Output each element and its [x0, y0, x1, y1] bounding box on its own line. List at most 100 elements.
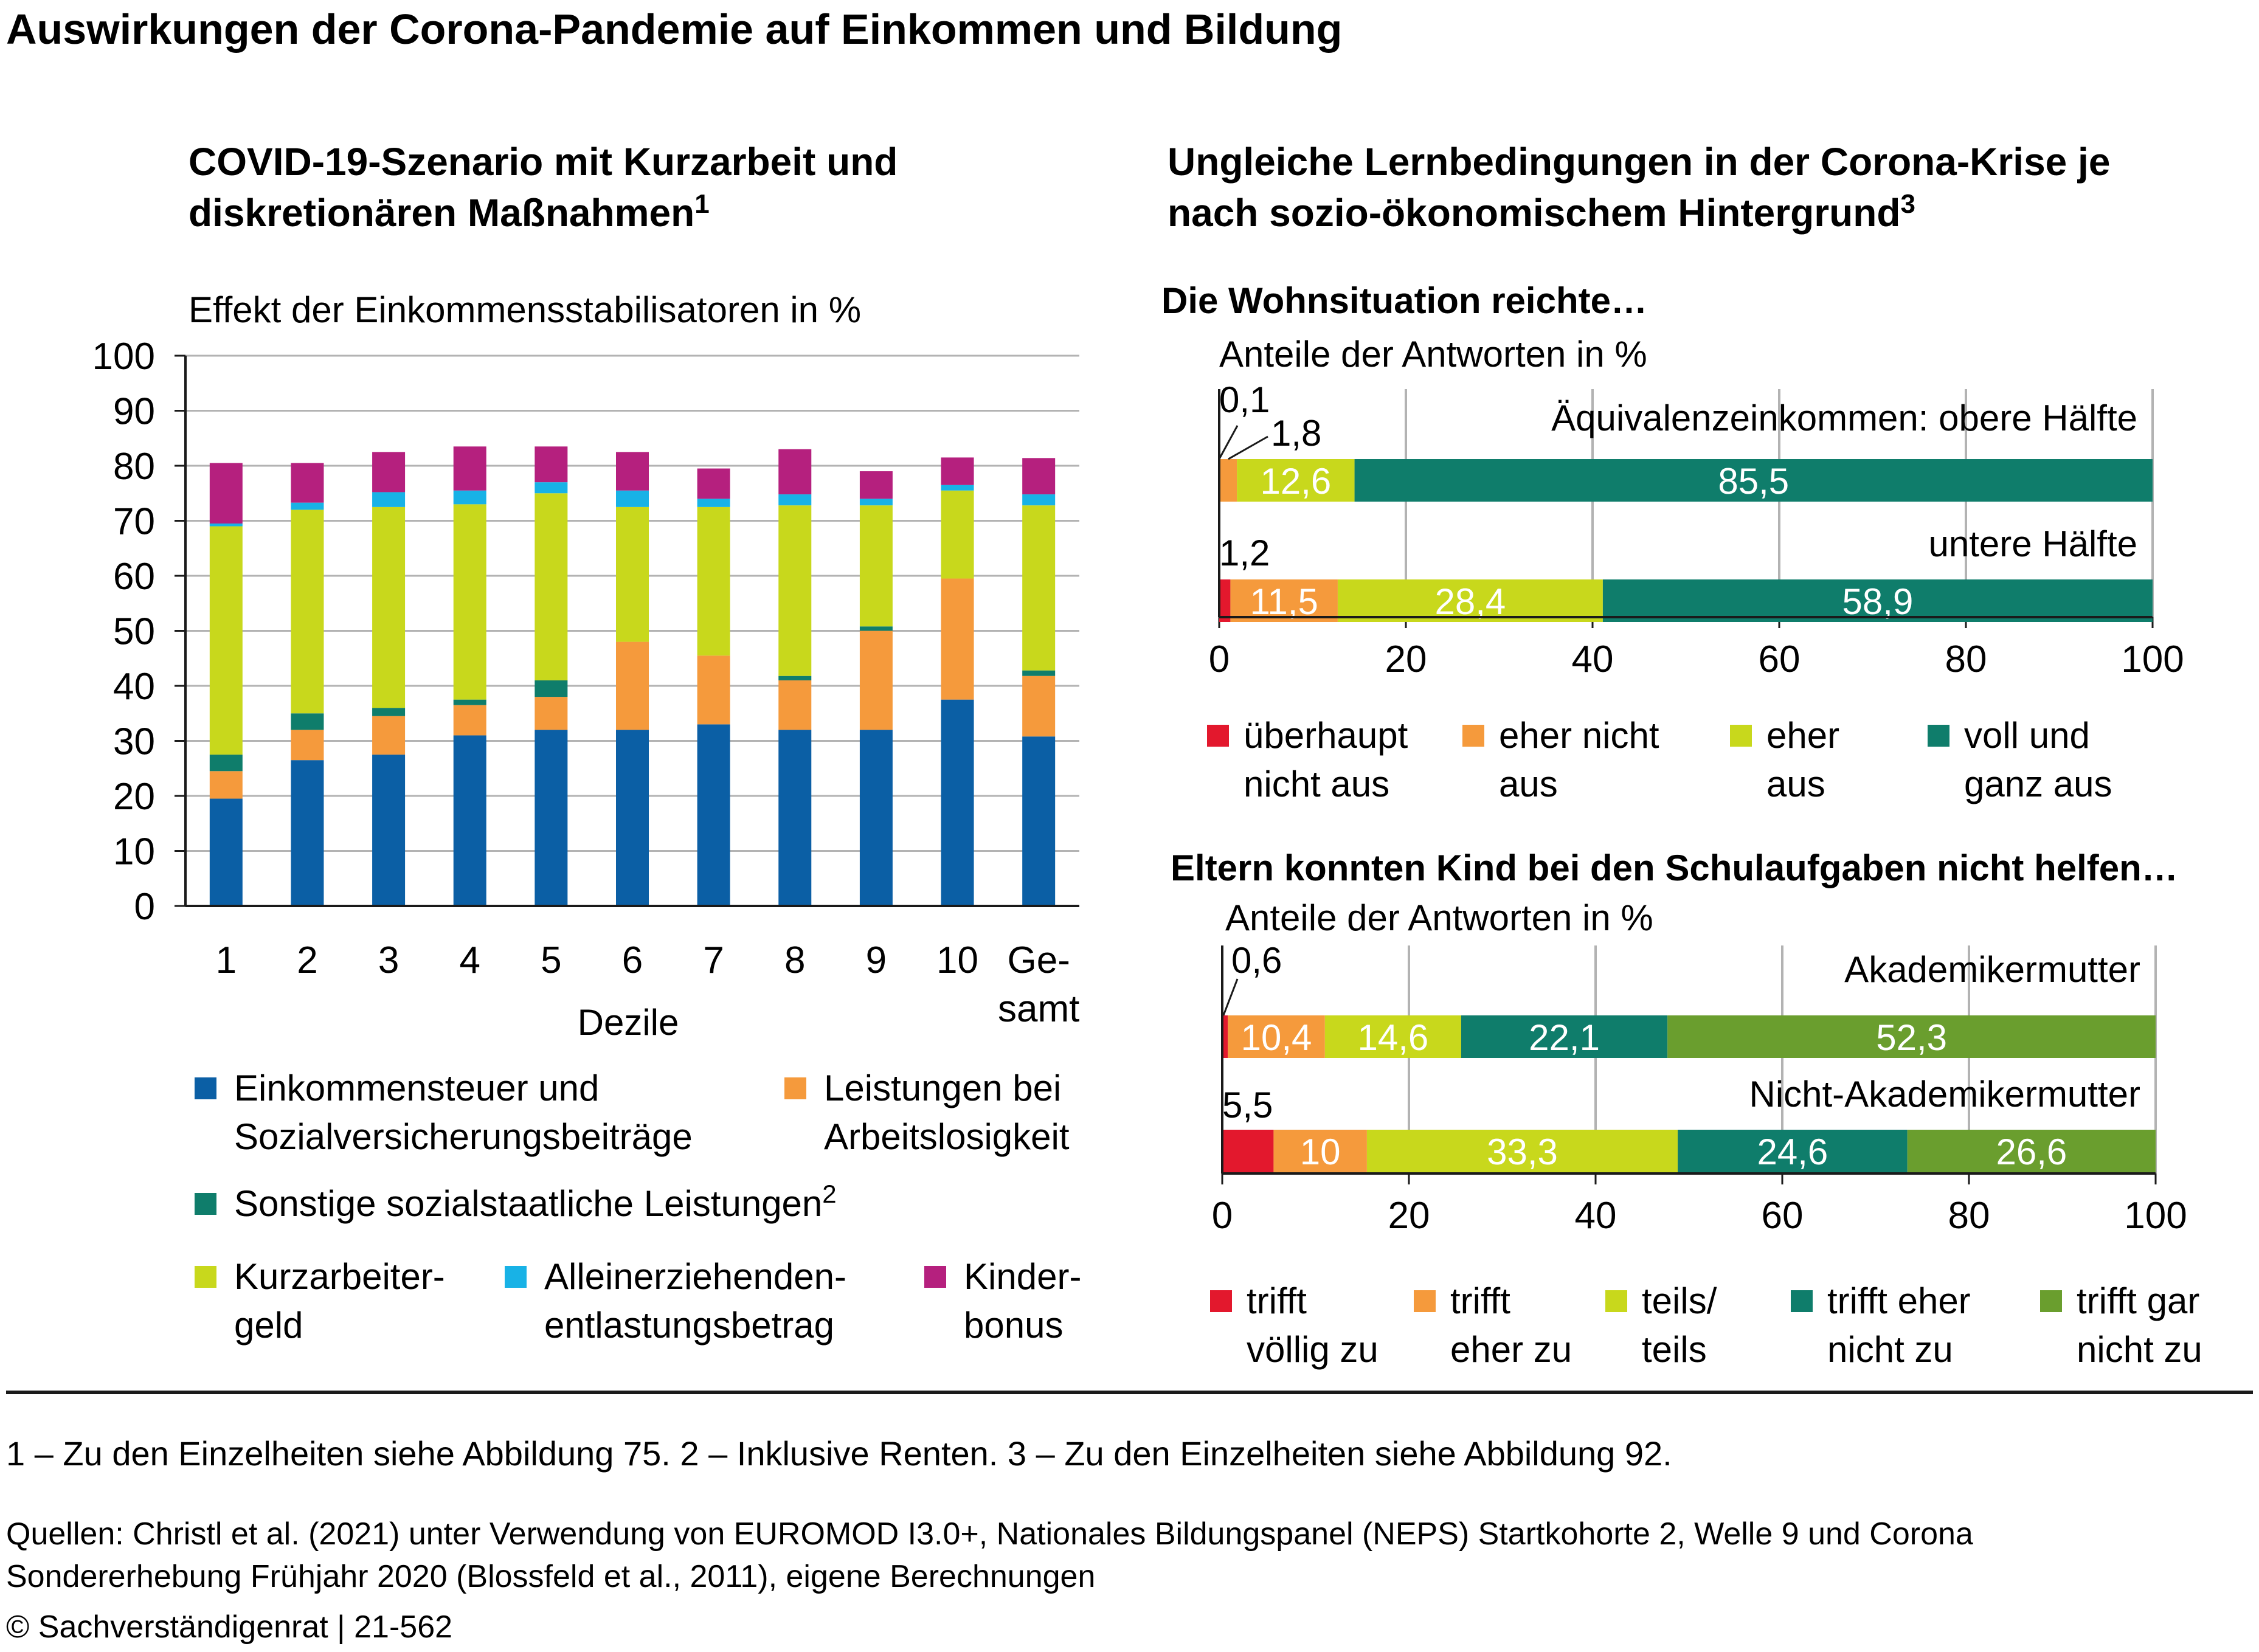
data-label-outside: 0,6 [1231, 940, 1282, 981]
y-tick-label: 40 [113, 666, 155, 708]
bar-segment [859, 626, 893, 631]
bar-segment [941, 699, 974, 906]
data-label: 22,1 [1529, 1017, 1600, 1058]
legend-label: geld [234, 1305, 303, 1346]
y-tick-label: 100 [92, 336, 155, 378]
legend-label: Einkommensteuer und [234, 1068, 599, 1108]
legend-label: teils [1642, 1329, 1707, 1370]
legend-label: ganz aus [1964, 764, 2112, 804]
left-panel-title-line2: diskretionären Maßnahmen1 [189, 189, 710, 235]
bar-segment [453, 504, 486, 700]
x-tick-label: 0 [1209, 638, 1230, 680]
y-tick-label: 20 [113, 776, 155, 818]
data-label: 85,5 [1718, 461, 1789, 502]
x-tick-label: Ge- [1008, 939, 1070, 981]
legend-label: bonus [964, 1305, 1063, 1346]
bar-segment [372, 452, 406, 492]
bar-segment [291, 760, 324, 906]
legend-label: nicht zu [2077, 1329, 2202, 1370]
bar-segment [291, 730, 324, 761]
legend-swatch [784, 1077, 806, 1099]
row-label: Akademikermutter [1844, 949, 2140, 990]
bar-segment [697, 724, 730, 906]
bar-segment [534, 730, 568, 906]
x-tick-label: 2 [297, 939, 317, 981]
bar-segment [1022, 505, 1056, 671]
bar-segment [534, 493, 568, 680]
bar-segment [1219, 579, 1231, 622]
y-tick-label: 90 [113, 391, 155, 433]
bar-segment [453, 446, 486, 491]
data-label: 10,4 [1241, 1017, 1312, 1058]
bar-segment [941, 578, 974, 700]
bar-segment [778, 676, 812, 680]
bar-segment [372, 708, 406, 716]
left-panel-title-line1: COVID-19-Szenario mit Kurzarbeit und [189, 140, 898, 184]
legend-swatch [1462, 725, 1484, 747]
legend-label: völlig zu [1247, 1329, 1379, 1370]
x-tick-label: 60 [1759, 638, 1801, 680]
legend-label: voll und [1964, 715, 2090, 756]
y-tick-label: 10 [113, 831, 155, 873]
bar-segment [1667, 1015, 2156, 1058]
bar-segment [1678, 1130, 1908, 1172]
x-tick-label: 40 [1575, 1195, 1617, 1237]
data-label: 28,4 [1435, 581, 1506, 622]
bar-segment [697, 499, 730, 507]
legend-label: teils/ [1642, 1280, 1717, 1321]
x-tick-label: 10 [936, 939, 978, 981]
x-tick-label: 5 [541, 939, 561, 981]
bar-segment [453, 490, 486, 505]
legend-swatch [195, 1193, 216, 1215]
bar-segment [1228, 1015, 1325, 1058]
legend-swatch [1605, 1290, 1627, 1312]
bar-segment [291, 713, 324, 730]
x-tick-label: samt [998, 988, 1079, 1030]
bar-segment [453, 735, 486, 906]
bar-segment [1237, 459, 1355, 502]
bar-segment [941, 490, 974, 579]
bar-segment [616, 452, 649, 491]
x-tick-label: 100 [2121, 638, 2184, 680]
legend-swatch [1207, 725, 1229, 747]
data-label-outside: 0,1 [1219, 379, 1270, 420]
bar-segment [209, 463, 243, 524]
row-label: Nicht-Akademikermutter [1749, 1074, 2140, 1115]
y-tick-label: 50 [113, 611, 155, 653]
x-tick-label: 20 [1385, 638, 1427, 680]
legend-swatch [924, 1266, 946, 1288]
x-tick-label: 4 [459, 939, 480, 981]
data-label: 11,5 [1250, 581, 1318, 622]
row-label: Äquivalenzeinkommen: obere Hälfte [1551, 398, 2137, 438]
bar-segment [697, 506, 730, 656]
legend-label: Arbeitslosigkeit [824, 1116, 1070, 1157]
legend-swatch [1730, 725, 1752, 747]
bar-segment [1230, 579, 1338, 622]
bar-segment [778, 449, 812, 495]
legend-swatch [2040, 1290, 2062, 1312]
data-label: 26,6 [1996, 1132, 2067, 1172]
bar-segment [1354, 459, 2153, 502]
sources-line1: Quellen: Christl et al. (2021) unter Ver… [6, 1516, 1973, 1552]
bar-segment [1222, 1015, 1228, 1058]
legend-label: trifft [1450, 1280, 1510, 1321]
bar-segment [859, 505, 893, 627]
bar-segment [941, 457, 974, 485]
left-chart-ylabel: Effekt der Einkommensstabilisatoren in % [189, 289, 861, 330]
bar-segment [1022, 736, 1056, 906]
bar-segment [778, 730, 812, 906]
left-legend: Einkommensteuer undSozialversicherungsbe… [195, 1068, 1081, 1346]
bar-segment [697, 468, 730, 499]
row-label: untere Hälfte [1928, 524, 2137, 564]
bar-segment [1220, 459, 1237, 502]
legend-swatch [1414, 1290, 1436, 1312]
x-tick-label: 80 [1945, 638, 1987, 680]
x-tick-label: 9 [866, 939, 887, 981]
bar-segment [1022, 676, 1056, 737]
bar-segment [1324, 1015, 1461, 1058]
bar-segment [291, 463, 324, 503]
bar-segment [372, 506, 406, 708]
